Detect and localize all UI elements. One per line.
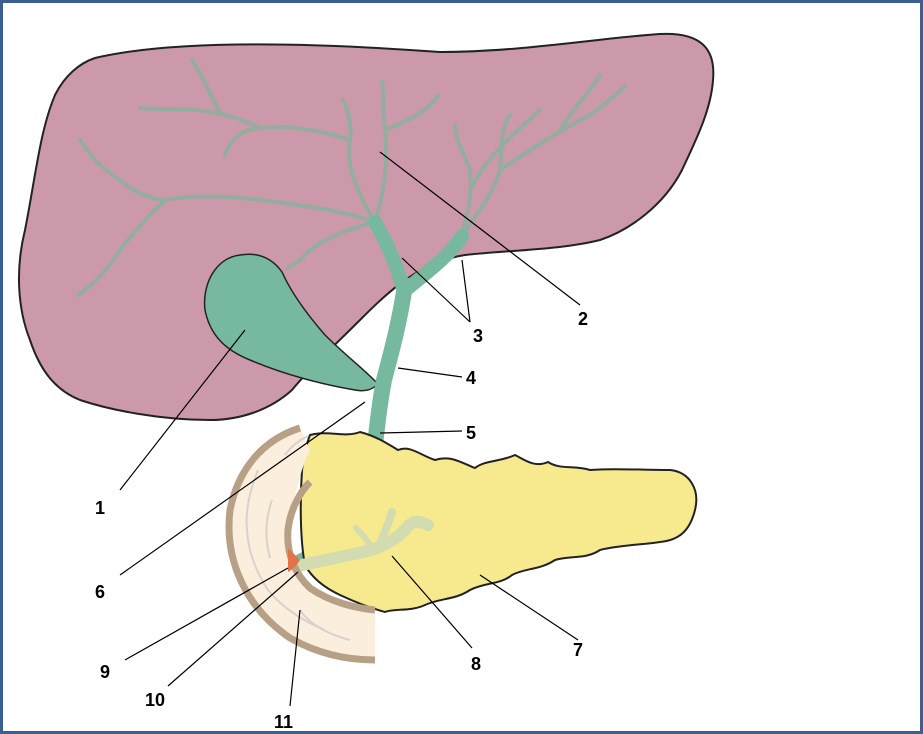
label-1: 1 bbox=[95, 498, 105, 518]
label-5: 5 bbox=[466, 423, 476, 443]
label-10: 10 bbox=[145, 690, 165, 710]
label-2: 2 bbox=[578, 309, 588, 329]
label-6: 6 bbox=[95, 582, 105, 602]
liver bbox=[19, 34, 713, 420]
label-4: 4 bbox=[466, 368, 476, 388]
label-9: 9 bbox=[100, 662, 110, 682]
label-11: 11 bbox=[274, 712, 293, 732]
label-8: 8 bbox=[471, 654, 481, 674]
pancreas bbox=[301, 432, 697, 612]
label-7: 7 bbox=[573, 640, 583, 660]
label-3: 3 bbox=[473, 326, 483, 346]
